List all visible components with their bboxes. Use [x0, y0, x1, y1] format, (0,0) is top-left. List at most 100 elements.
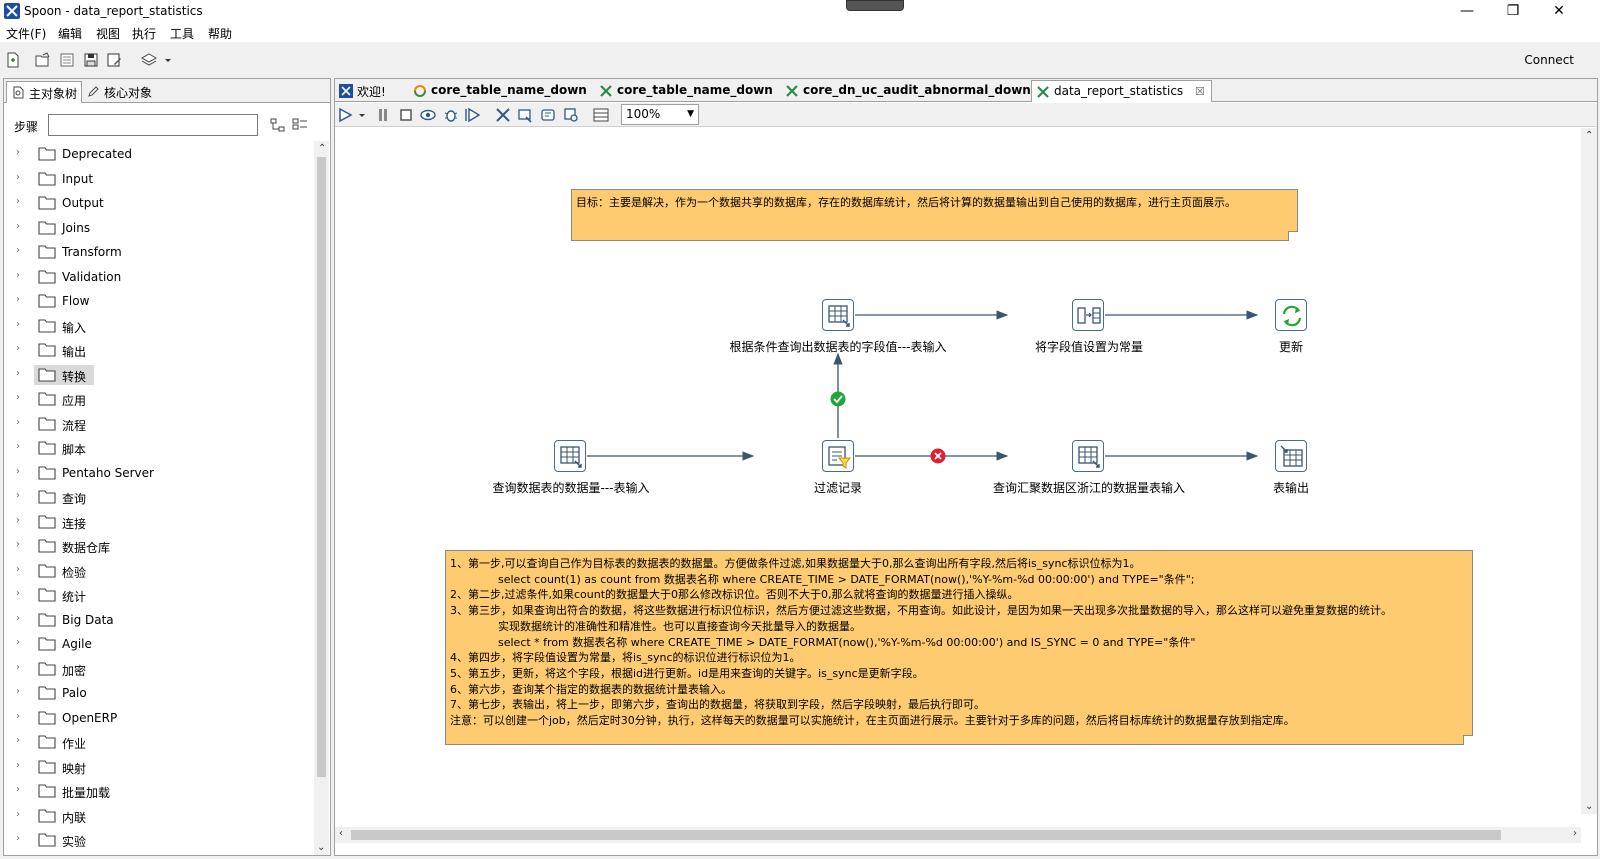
tab-job-core-table-name-down[interactable]: core_table_name_down	[409, 80, 593, 102]
chevron-right-icon[interactable]: ›	[16, 294, 20, 305]
menu-view[interactable]: 视图	[96, 27, 121, 41]
open-file-icon[interactable]	[35, 52, 51, 68]
close-tab-icon[interactable]: ☒	[1195, 85, 1205, 98]
replay-icon[interactable]	[465, 107, 481, 123]
tab-welcome[interactable]: 欢迎!	[335, 80, 392, 102]
chevron-right-icon[interactable]: ›	[16, 367, 20, 379]
tree-item[interactable]: ›转换	[4, 364, 304, 386]
chevron-right-icon[interactable]: ›	[16, 441, 20, 452]
tree-item[interactable]: ›脚本	[4, 437, 304, 459]
run-icon[interactable]	[337, 107, 353, 123]
step-search-input[interactable]	[48, 114, 258, 136]
tree-item[interactable]: ›流程	[4, 413, 304, 435]
step-update[interactable]	[1275, 299, 1307, 331]
scroll-up-arrow[interactable]: ⌃	[1585, 130, 1594, 141]
tree-item[interactable]: ›作业	[4, 731, 304, 753]
tree-item[interactable]: ›Joins	[4, 217, 304, 239]
tree-item[interactable]: ›Pentaho Server	[4, 462, 304, 484]
scroll-right-arrow[interactable]: ›	[1573, 828, 1577, 839]
chevron-right-icon[interactable]: ›	[16, 686, 20, 697]
chevron-right-icon[interactable]: ›	[16, 539, 20, 550]
connect-button[interactable]: Connect	[1524, 53, 1574, 67]
tree-item[interactable]: ›Flow	[4, 290, 304, 312]
chevron-right-icon[interactable]: ›	[16, 343, 20, 354]
menu-help[interactable]: 帮助	[208, 27, 233, 41]
chevron-right-icon[interactable]: ›	[16, 637, 20, 648]
transformation-canvas[interactable]: 目标：主要是解决，作为一个数据共享的数据库，存在的数据库统计，然后将计算的数据量…	[335, 128, 1581, 828]
chevron-right-icon[interactable]: ›	[16, 563, 20, 575]
tab-data-report-statistics[interactable]: data_report_statistics ☒	[1031, 80, 1212, 102]
chevron-right-icon[interactable]: ›	[16, 196, 20, 207]
tree-item[interactable]: ›OpenERP	[4, 707, 304, 729]
scroll-down-arrow[interactable]: ⌄	[317, 842, 326, 853]
chevron-right-icon[interactable]: ›	[16, 392, 20, 403]
scroll-up-arrow[interactable]: ⌃	[318, 143, 327, 154]
tab-trans-core-table-name-down[interactable]: core_table_name_down	[595, 80, 779, 102]
chevron-right-icon[interactable]: ›	[16, 661, 20, 673]
chevron-right-icon[interactable]: ›	[16, 171, 20, 183]
chevron-right-icon[interactable]: ›	[16, 514, 20, 526]
canvas-vertical-scrollbar[interactable]: ⌃ ⌄	[1581, 128, 1597, 814]
tree-item[interactable]: ›检验	[4, 560, 304, 582]
tree-item[interactable]: ›Transform	[4, 241, 304, 263]
chevron-right-icon[interactable]: ›	[16, 735, 20, 746]
tree-item[interactable]: ›内联	[4, 805, 304, 827]
tree-item[interactable]: ›批量加载	[4, 780, 304, 802]
chevron-right-icon[interactable]: ›	[16, 710, 20, 722]
step-set-field-constant[interactable]	[1072, 299, 1104, 331]
chevron-right-icon[interactable]: ›	[16, 490, 20, 501]
run-options-dropdown-icon[interactable]	[357, 107, 367, 123]
close-window-button[interactable]: ✕	[1553, 3, 1565, 19]
stop-icon[interactable]	[398, 107, 414, 123]
tab-core-objects[interactable]: 核心对象	[82, 81, 156, 103]
tree-item[interactable]: ›映射	[4, 756, 304, 778]
new-file-icon[interactable]	[5, 52, 21, 68]
collapse-all-icon[interactable]	[292, 118, 308, 132]
scroll-left-arrow[interactable]: ‹	[339, 828, 343, 839]
tree-item[interactable]: ›Agile	[4, 633, 304, 655]
chevron-right-icon[interactable]: ›	[16, 220, 20, 232]
chevron-right-icon[interactable]: ›	[16, 808, 20, 820]
chevron-right-icon[interactable]: ›	[16, 269, 20, 281]
chevron-right-icon[interactable]: ›	[16, 759, 20, 771]
tree-item[interactable]: ›加密	[4, 658, 304, 680]
chevron-right-icon[interactable]: ›	[16, 588, 20, 599]
step-filter-rows[interactable]	[822, 440, 854, 472]
tree-item[interactable]: ›连接	[4, 511, 304, 533]
tree-item[interactable]: ›Output	[4, 192, 304, 214]
preview-icon[interactable]	[420, 107, 436, 123]
chevron-right-icon[interactable]: ›	[16, 416, 20, 428]
scroll-down-arrow[interactable]: ⌄	[1585, 801, 1594, 812]
chevron-right-icon[interactable]: ›	[16, 318, 20, 330]
canvas-horizontal-scrollbar[interactable]: ‹ ›	[335, 827, 1581, 843]
tree-item[interactable]: ›Input	[4, 168, 304, 190]
tree-item[interactable]: ›输出	[4, 339, 304, 361]
menu-file[interactable]: 文件(F)	[6, 27, 47, 41]
steps-description-note[interactable]: 1、第一步,可以查询自己作为目标表的数据表的数据量。方便做条件过滤,如果数据量大…	[445, 550, 1473, 745]
show-results-icon[interactable]	[593, 107, 609, 123]
minimize-button[interactable]: —	[1460, 3, 1474, 19]
zoom-select[interactable]: 100% ▼	[621, 104, 699, 125]
tree-item[interactable]: ›Validation	[4, 266, 304, 288]
explore-db-icon[interactable]	[563, 107, 579, 123]
tree-item[interactable]: ›查询	[4, 486, 304, 508]
tree-item[interactable]: ›应用	[4, 388, 304, 410]
chevron-right-icon[interactable]: ›	[16, 465, 20, 477]
sql-icon[interactable]	[540, 107, 556, 123]
tree-item[interactable]: ›Deprecated	[4, 143, 304, 165]
chevron-right-icon[interactable]: ›	[16, 833, 20, 844]
layers-dropdown-icon[interactable]	[163, 52, 173, 68]
tree-item[interactable]: ›数据仓库	[4, 535, 304, 557]
horizontal-scrollbar-thumb[interactable]	[351, 830, 1501, 840]
left-scrollbar-thumb[interactable]	[317, 157, 326, 777]
impact-icon[interactable]	[517, 107, 533, 123]
tree-item[interactable]: ›Palo	[4, 682, 304, 704]
menu-edit[interactable]: 编辑	[58, 27, 83, 41]
chevron-right-icon[interactable]: ›	[16, 784, 20, 795]
goal-note[interactable]: 目标：主要是解决，作为一个数据共享的数据库，存在的数据库统计，然后将计算的数据量…	[571, 189, 1298, 241]
verify-icon[interactable]	[495, 107, 511, 123]
step-table-output[interactable]	[1275, 440, 1307, 472]
menu-run[interactable]: 执行	[132, 27, 157, 41]
tab-core-dn-uc-audit-abnormal-down[interactable]: core_dn_uc_audit_abnormal_down	[781, 80, 1037, 102]
expand-all-icon[interactable]	[270, 118, 286, 132]
